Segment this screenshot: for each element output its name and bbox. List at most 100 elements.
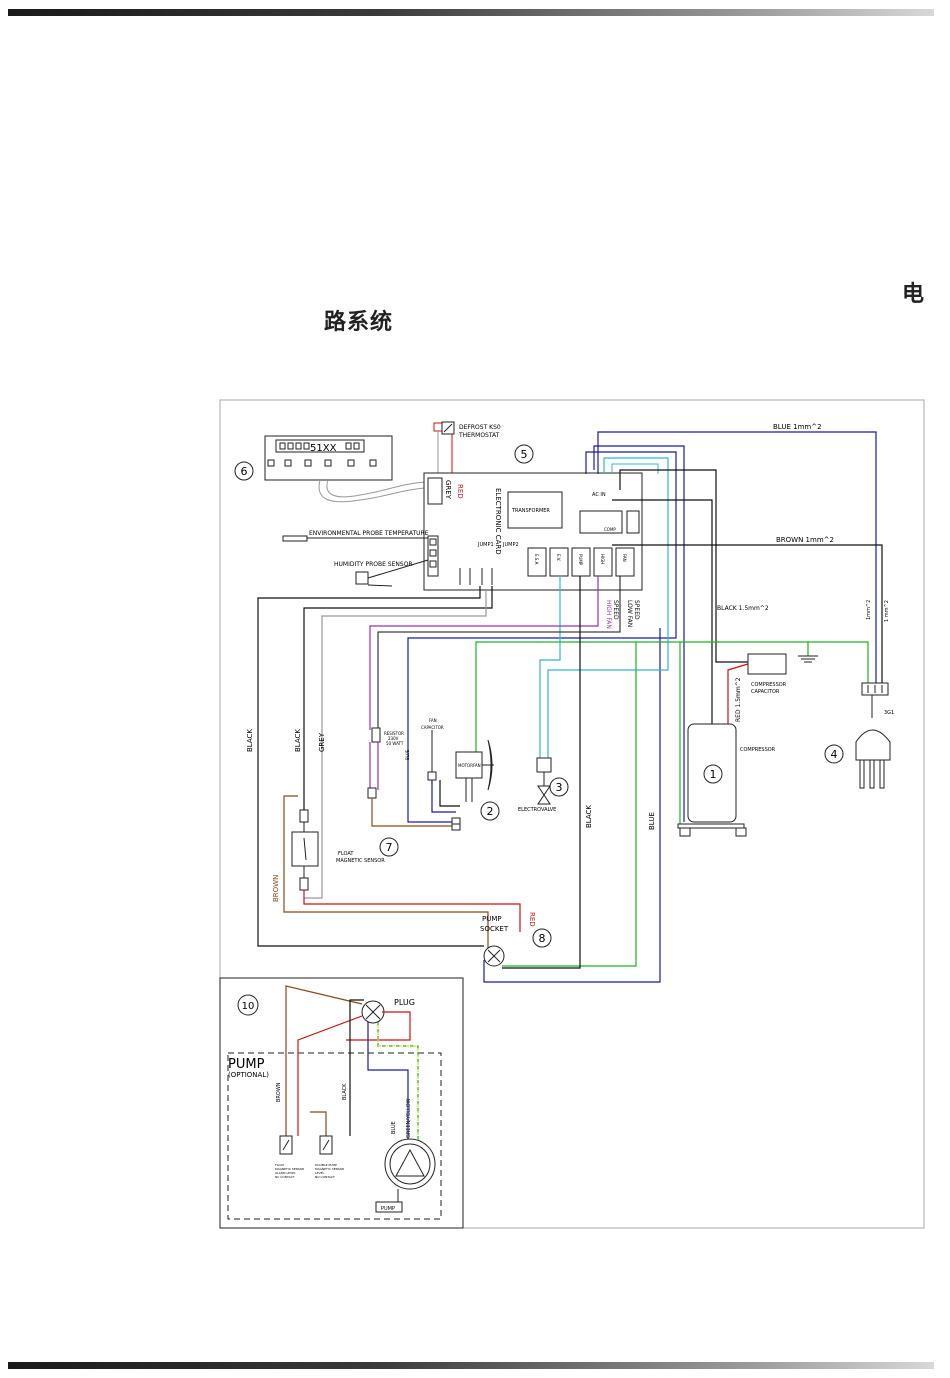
label-callouts-5: 6 bbox=[241, 465, 248, 478]
label-callouts-0: 1 bbox=[710, 768, 717, 781]
electronic-card-label: ELECTRONIC CARD bbox=[494, 488, 502, 555]
black-15-label: BLACK 1.5mm^2 bbox=[717, 605, 769, 612]
card-slot-high: HIGH bbox=[600, 554, 605, 564]
plug-3g1-label: 3G1 bbox=[884, 710, 894, 716]
callout-8: 8 bbox=[532, 928, 552, 948]
display-cable bbox=[318, 479, 426, 503]
pump-float-label-c: ALARM LEVEL bbox=[275, 1171, 296, 1175]
callout-1: 1 bbox=[703, 764, 723, 784]
compressor-capacitor: COMPRESSOR CAPACITOR bbox=[747, 653, 787, 695]
defrost-label: DEFROST KS0 bbox=[459, 424, 501, 431]
label-callouts-2: 3 bbox=[556, 781, 563, 794]
electronic-card: RED GREY ELECTRONIC CARD TRANSFORMER JUM… bbox=[423, 472, 643, 591]
bottom-decorative-bar bbox=[8, 1362, 934, 1369]
fan-capacitor: FAN CAPACITOR bbox=[421, 718, 444, 781]
resistor: RESISTOR 230V 50 WATT bbox=[367, 727, 404, 799]
purple-wire bbox=[369, 576, 599, 730]
pump-socket: PUMP SOCKET bbox=[480, 915, 509, 967]
pump-double-label-d: NO CONTACT bbox=[315, 1175, 335, 1179]
high-fan-speed-label: SPEED bbox=[612, 600, 619, 620]
compressor-cap-label-2: CAPACITOR bbox=[751, 689, 780, 695]
motorfan-label: MOTORFAN bbox=[458, 763, 481, 768]
label-callouts-4: 5 bbox=[521, 448, 528, 461]
compressor-label: COMPRESSOR bbox=[740, 747, 776, 753]
electrovalve-label: ELECTROVALVE bbox=[518, 807, 556, 813]
label-callouts-1: 2 bbox=[487, 805, 494, 818]
pump-double-label-c: LEVEL bbox=[315, 1171, 325, 1175]
callout-10: 10 bbox=[237, 994, 259, 1016]
pump-plug: PLUG bbox=[361, 998, 415, 1024]
pump-black-label: BLACK bbox=[342, 1083, 348, 1100]
heading-char: 电 bbox=[902, 282, 926, 307]
red-wire-label: RED bbox=[456, 484, 464, 499]
resistor-label-2: 230V bbox=[388, 736, 399, 741]
jump1-label: JUMP1 bbox=[477, 542, 494, 548]
pump-brown-label: BROWN bbox=[276, 1082, 282, 1102]
brown-wire-main bbox=[619, 469, 750, 663]
callout-6: 6 bbox=[234, 461, 254, 481]
transformer-label: TRANSFORMER bbox=[511, 508, 550, 514]
low-fan-label: LOW FAN bbox=[626, 600, 633, 627]
thermostat-label: THERMOSTAT bbox=[458, 432, 500, 439]
black-wire-outer bbox=[257, 586, 484, 947]
pump-socket-label-1: PUMP bbox=[482, 915, 502, 923]
black-wire-label-3: BLACK bbox=[585, 805, 593, 828]
pump-float-sensor: FLOAT MAGNETIC SENSOR ALARM LEVEL NC CON… bbox=[275, 1135, 304, 1179]
pump-double-label-a: DOUBLE PUMP bbox=[315, 1163, 337, 1167]
pump-motor: PUMP bbox=[375, 1138, 436, 1213]
callout-3: 3 bbox=[549, 777, 569, 797]
resistor-label: RESISTOR bbox=[384, 731, 404, 736]
callout-7: 7 bbox=[379, 837, 399, 857]
fan-capacitor-label: FAN bbox=[429, 718, 437, 723]
card-slot-ev: E.V. bbox=[556, 554, 561, 561]
comp-label: COMP bbox=[604, 527, 616, 532]
display-model-label: 51XX bbox=[310, 443, 337, 454]
diagram-frame bbox=[219, 399, 925, 1229]
pump-float-label-b: MAGNETIC SENSOR bbox=[275, 1167, 304, 1171]
green-earth-wire bbox=[475, 641, 809, 762]
pump-float-label-d: NC CONTACT bbox=[275, 1175, 295, 1179]
pump-optional-sub: (OPTIONAL) bbox=[228, 1071, 269, 1079]
callout-4: 4 bbox=[824, 744, 844, 764]
brown-1mm-label: BROWN 1mm^2 bbox=[776, 536, 834, 544]
ac-in-label: AC IN bbox=[592, 492, 606, 498]
pump-socket-label-2: SOCKET bbox=[480, 925, 509, 933]
pump-optional-frame bbox=[227, 1052, 442, 1220]
card-slot-fan: FAN bbox=[622, 554, 627, 562]
card-slot-pump: PUMP bbox=[578, 554, 583, 566]
pump-blue-label: BLUE bbox=[391, 1121, 397, 1134]
humidity-probe-label: HUMIDITY PROBE SENSOR bbox=[334, 561, 413, 568]
environmental-probe: ENVIRONMENTAL PROBE TEMPERATURE bbox=[282, 530, 429, 542]
motor-fan: MOTORFAN bbox=[451, 739, 494, 831]
one-mm-label-a: 1mm^2 bbox=[866, 600, 872, 620]
black-wire-label-1: BLACK bbox=[246, 729, 254, 752]
electrovalve: ELECTROVALVE bbox=[518, 757, 556, 813]
brown-wire-label: BROWN bbox=[272, 875, 280, 902]
power-plug: 3G1 1mm^2 1 mm^2 bbox=[855, 600, 894, 789]
callout-2: 2 bbox=[480, 801, 500, 821]
fan-capacitor-label-2: CAPACITOR bbox=[421, 725, 444, 730]
display-panel: 51XX bbox=[264, 435, 393, 481]
compressor-cap-label: COMPRESSOR bbox=[751, 682, 787, 688]
label-callouts-6: 7 bbox=[386, 841, 393, 854]
plug-label: PLUG bbox=[394, 998, 415, 1007]
pump-double-label-b: MAGNETIC SENSOR bbox=[315, 1167, 344, 1171]
grey-wire-label-v: GREY bbox=[318, 732, 326, 752]
label-callouts-7: 8 bbox=[539, 932, 546, 945]
card-slot-esa: E.S.A bbox=[534, 554, 539, 565]
float-magnetic-sensor: FLOAT MAGNETIC SENSOR bbox=[291, 809, 385, 891]
heading-title: 路系统 bbox=[324, 310, 394, 335]
pump-float-label-a: FLOAT bbox=[275, 1163, 284, 1167]
red-wire-label-v: RED bbox=[528, 912, 536, 927]
resistor-label-3: 50 WATT bbox=[386, 741, 404, 746]
pump-double-sensor: DOUBLE PUMP MAGNETIC SENSOR LEVEL NO CON… bbox=[315, 1135, 344, 1179]
pump-box-label: PUMP bbox=[381, 1206, 395, 1212]
high-fan-label: HIGH FAN bbox=[605, 600, 612, 629]
env-probe-label: ENVIRONMENTAL PROBE TEMPERATURE bbox=[309, 530, 429, 537]
jump2-label: JUMP2 bbox=[502, 542, 519, 548]
pump-optional-title: PUMP bbox=[228, 1057, 265, 1072]
green-yellow-label: GREEN/YELLOW bbox=[406, 1098, 412, 1138]
blue-1mm-label: BLUE 1mm^2 bbox=[773, 423, 822, 431]
top-decorative-bar bbox=[8, 9, 934, 16]
